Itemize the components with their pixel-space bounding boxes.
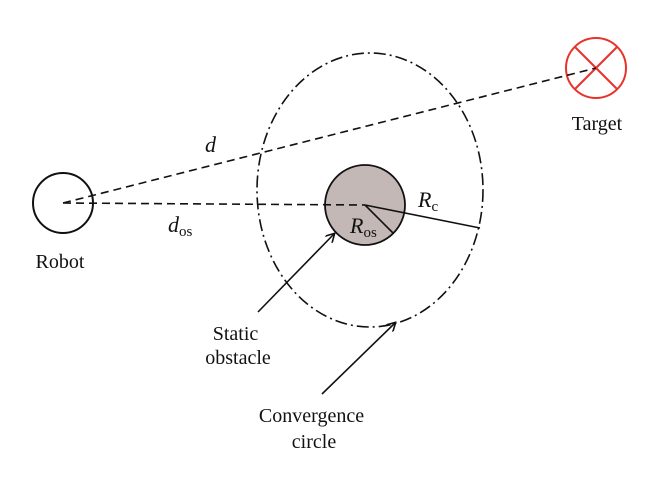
convergence-circle bbox=[256, 52, 484, 328]
convergence-circle-arrow bbox=[321, 323, 395, 395]
radius-rc-label: Rc bbox=[417, 187, 438, 215]
static-obstacle-arrow bbox=[257, 234, 334, 313]
static-obstacle-label: Static obstacle bbox=[205, 323, 271, 369]
radius-ros-line bbox=[364, 204, 394, 234]
distance-dos-label: dos bbox=[168, 212, 193, 240]
distance-d-label: d bbox=[205, 132, 217, 157]
robot-label: Robot bbox=[36, 251, 85, 273]
distance-dos-line bbox=[62, 202, 366, 206]
target-label: Target bbox=[572, 113, 623, 135]
radius-rc-line bbox=[364, 204, 481, 229]
distance-d-line bbox=[62, 67, 597, 204]
radius-ros-label: Ros bbox=[349, 213, 377, 241]
convergence-circle-label: Convergence circle bbox=[259, 405, 369, 453]
